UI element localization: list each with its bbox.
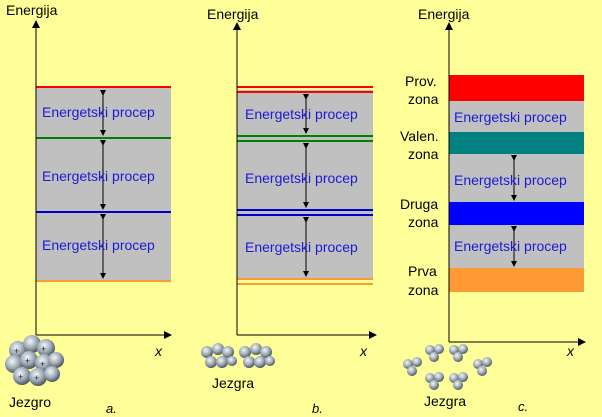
panel-c-nucleus (473, 357, 492, 376)
nucleon (29, 368, 47, 386)
nucleon (412, 357, 422, 367)
panel-c-x-axis-label: x (566, 343, 575, 359)
panel-a-gap-label: Energetski procep (42, 168, 155, 184)
panel-c: Energetski procep Energetski procep Ener… (400, 6, 586, 414)
panel-c-zone-label: zona (408, 146, 439, 162)
plus-icon: + (40, 359, 45, 369)
nucleon (48, 352, 64, 368)
nucleon (201, 346, 213, 358)
panel-b-x-axis-label: x (359, 343, 368, 359)
panel-c-zone-conduction (449, 75, 584, 101)
nucleon (453, 380, 463, 390)
nucleon (216, 356, 228, 368)
plus-icon: + (41, 344, 46, 354)
panel-c-zone-second (449, 202, 584, 225)
nucleon (13, 367, 31, 385)
panel-c-nucleus (449, 344, 468, 362)
plus-icon: + (25, 356, 30, 366)
nucleon (250, 343, 262, 355)
nucleon (254, 356, 266, 368)
panel-c-nucleus (449, 372, 468, 390)
panel-c-gap-label: Energetski procep (454, 238, 567, 254)
nucleon (434, 372, 444, 382)
nucleon (429, 352, 439, 362)
nucleon (260, 346, 272, 358)
nucleon (453, 352, 463, 362)
nucleon (429, 380, 439, 390)
panel-c-zone-label: Prva (408, 263, 437, 279)
panel-a-x-axis-label: x (154, 343, 163, 359)
nucleon (20, 351, 38, 369)
panel-c-zone-label: Prov. (405, 73, 437, 89)
panel-b-letter: b. (312, 401, 323, 416)
panel-a-letter: a. (106, 401, 117, 416)
nucleon (458, 372, 468, 382)
panel-c-zone-label: zona (408, 91, 439, 107)
panel-b-gap-label: Energetski procep (245, 239, 358, 255)
panel-c-zone-label: zona (408, 282, 439, 298)
panel-a: Energetski procep Energetski procep Ener… (5, 2, 172, 416)
panel-a-nucleus-caption: Jezgro (9, 394, 51, 410)
nucleon (212, 343, 224, 355)
nucleon (477, 366, 487, 376)
panel-b: Energetski procep Energetski procep Ener… (201, 6, 377, 416)
panel-c-nucleus (425, 372, 444, 390)
nucleon (37, 339, 55, 357)
panel-c-gap-label: Energetski procep (454, 109, 567, 125)
panel-b-nucleus-left (201, 343, 237, 368)
panel-c-y-axis-label: Energija (418, 6, 470, 22)
nucleon (265, 356, 275, 366)
panel-c-nucleus (403, 357, 422, 376)
panel-a-nucleus: + + + + + + (5, 335, 64, 386)
panel-b-nucleus-right (239, 343, 275, 368)
nucleon (205, 356, 217, 368)
panel-b-nucleus-caption: Jezgra (212, 375, 254, 391)
nucleon (482, 357, 492, 367)
panel-b-gap-label: Energetski procep (245, 106, 358, 122)
panel-a-gap-label: Energetski procep (42, 237, 155, 253)
panel-c-zone-first (449, 268, 584, 292)
panel-c-nucleus-caption: Jezgra (424, 393, 466, 409)
plus-icon: + (18, 372, 23, 382)
panel-c-nucleus (425, 344, 444, 362)
nucleon (239, 346, 251, 358)
panel-c-nuclei (403, 344, 492, 390)
panel-a-y-axis-label: Energija (6, 2, 58, 18)
panel-c-zone-valence (449, 132, 584, 154)
plus-icon: + (34, 373, 39, 383)
plus-icon: + (14, 346, 19, 356)
nucleon (23, 335, 41, 353)
nucleon (458, 344, 468, 354)
panel-c-letter: c. (518, 399, 528, 414)
panel-b-y-axis-label: Energija (207, 6, 259, 22)
panel-b-gap-label: Energetski procep (245, 170, 358, 186)
nucleon (222, 346, 234, 358)
panel-c-zone-label: zona (408, 214, 439, 230)
panel-a-gap-label: Energetski procep (42, 104, 155, 120)
nucleon (434, 344, 444, 354)
nucleon (407, 366, 417, 376)
panel-c-gap-label: Energetski procep (454, 172, 567, 188)
nucleon (243, 356, 255, 368)
nucleon (44, 366, 60, 382)
panel-c-gap-area (449, 101, 584, 132)
panel-c-zone-label: Valen. (400, 128, 439, 144)
panel-c-zone-label: Druga (400, 196, 438, 212)
nucleon (227, 356, 237, 366)
